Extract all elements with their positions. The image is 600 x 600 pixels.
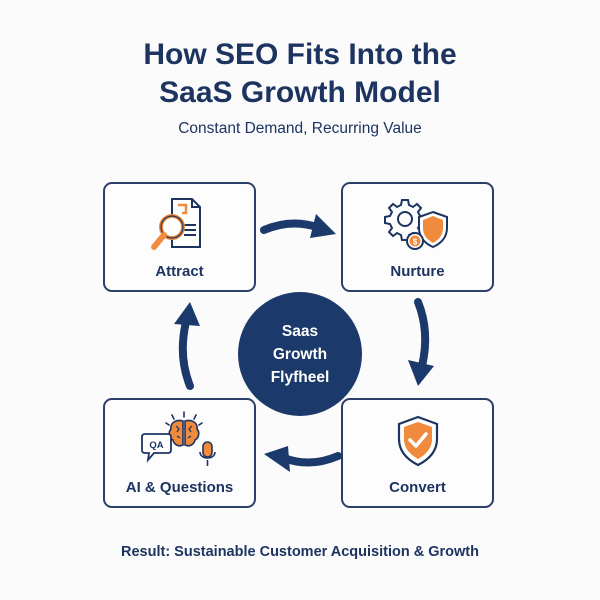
hub-line-2: Growth — [272, 345, 328, 363]
qa-brain-microphone-icon: QA — [105, 410, 254, 472]
svg-text:QA: QA — [149, 440, 163, 451]
stage-attract: Attract — [103, 182, 256, 292]
shield-check-icon — [343, 410, 492, 472]
hub-line-1: Saas — [281, 322, 319, 340]
stage-nurture: $ Nurture — [341, 182, 494, 292]
arrow-left-icon — [264, 446, 342, 472]
svg-text:$: $ — [412, 238, 417, 247]
stage-ai-questions: QA AI & Questions — [103, 398, 256, 508]
stage-label: Convert — [389, 479, 446, 496]
title-line-2: SaaS Growth Model — [159, 76, 441, 109]
gear-shield-dollar-icon: $ — [343, 194, 492, 256]
page-title: How SEO Fits Into the SaaS Growth Model — [0, 36, 600, 112]
result-statement: Result: Sustainable Customer Acquisition… — [121, 544, 479, 560]
arrow-right-icon — [260, 214, 336, 238]
stage-convert: Convert — [341, 398, 494, 508]
subtitle: Constant Demand, Recurring Value — [178, 120, 422, 137]
arrow-up-icon — [174, 302, 200, 390]
title-line-1: How SEO Fits Into the — [143, 38, 457, 71]
magnifier-document-icon — [105, 194, 254, 256]
hub-line-3: Flyfheel — [270, 368, 330, 386]
stage-label: Nurture — [390, 263, 445, 280]
stage-label: Attract — [155, 263, 204, 280]
arrow-down-icon — [408, 298, 434, 386]
stage-label: AI & Questions — [125, 479, 234, 496]
flywheel-hub: Saas Growth Flyfheel — [238, 292, 362, 416]
